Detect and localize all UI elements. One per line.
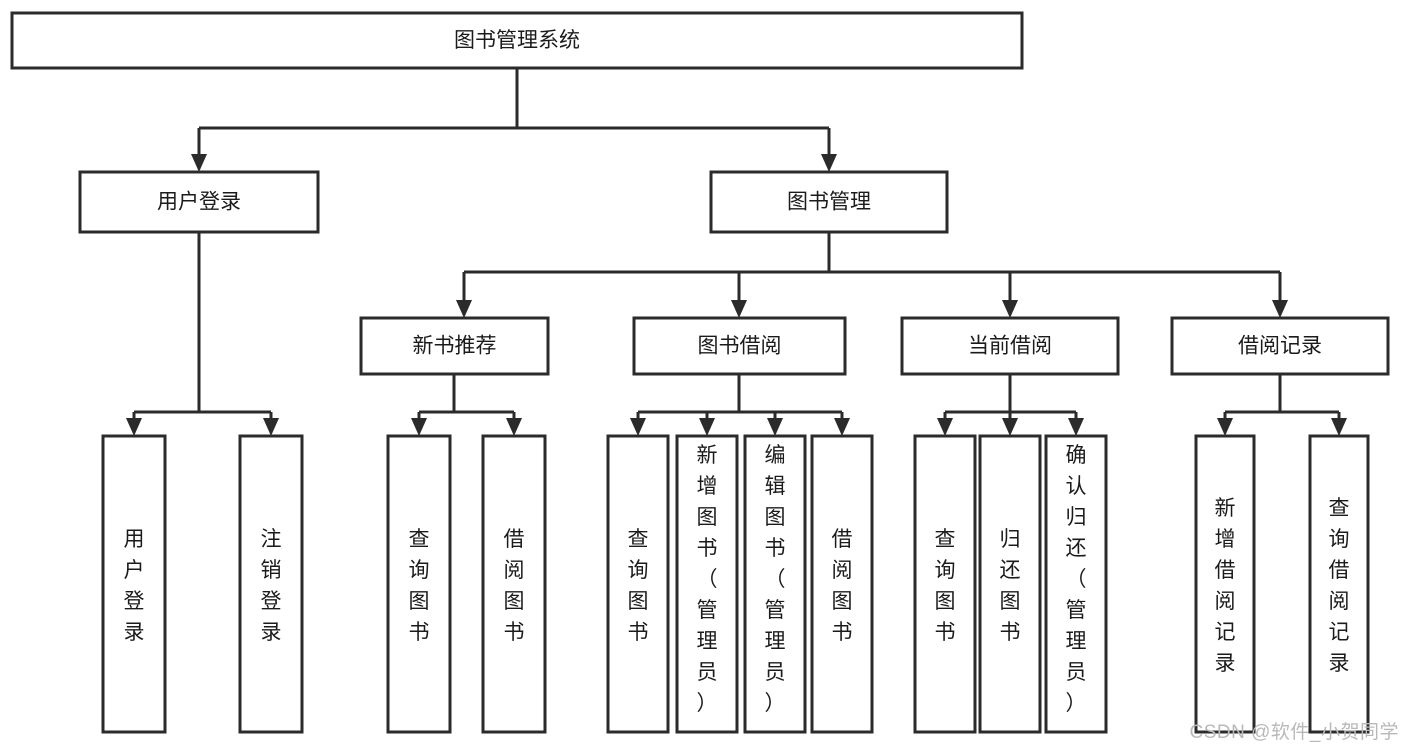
node-leaf-confirm-return-admin[interactable]: 确认归还（管理员） xyxy=(1044,434,1108,734)
node-box-leaf-edit-book-admin[interactable] xyxy=(743,434,807,734)
node-label-leaf-confirm-return-admin: 确认归还（管理员） xyxy=(1066,444,1087,715)
node-label-leaf-query-borrow-record: 查询借阅记录 xyxy=(1329,497,1350,675)
node-leaf-return-book[interactable]: 归还图书 xyxy=(978,434,1042,734)
node-label-new-book-recommend: 新书推荐 xyxy=(413,335,497,358)
user-login-arrow-icon xyxy=(263,418,279,436)
node-user-login[interactable]: 用户登录 xyxy=(78,170,320,234)
borrow-records-arrow-icon xyxy=(1331,418,1347,436)
root-arrow-icon xyxy=(821,154,837,172)
node-box-leaf-confirm-return-admin[interactable] xyxy=(1044,434,1108,734)
book-borrow-arrow-icon xyxy=(699,418,715,436)
node-label-leaf-query-book-current: 查询图书 xyxy=(935,528,956,644)
node-label-leaf-user-logout: 注销登录 xyxy=(261,528,282,644)
node-box-user-login[interactable] xyxy=(78,170,320,234)
node-leaf-add-borrow-record[interactable]: 新增借阅记录 xyxy=(1194,434,1256,734)
root-arrow-icon xyxy=(191,154,207,172)
node-leaf-query-book-current[interactable]: 查询图书 xyxy=(913,434,977,734)
node-borrow-records[interactable]: 借阅记录 xyxy=(1170,316,1390,376)
node-box-book-manage[interactable] xyxy=(709,170,949,234)
node-box-current-borrow[interactable] xyxy=(900,316,1120,376)
current-borrow-arrow-icon xyxy=(1002,418,1018,436)
book-borrow-arrow-icon xyxy=(834,418,850,436)
node-label-leaf-query-book: 查询图书 xyxy=(628,528,649,644)
node-leaf-edit-book-admin[interactable]: 编辑图书（管理员） xyxy=(743,434,807,734)
node-new-book-recommend[interactable]: 新书推荐 xyxy=(359,316,550,376)
node-leaf-borrow-book-recommend[interactable]: 借阅图书 xyxy=(481,434,547,734)
new-book-recommend-arrow-icon xyxy=(506,418,522,436)
node-label-leaf-borrow-book-recommend: 借阅图书 xyxy=(504,528,525,644)
node-box-leaf-return-book[interactable] xyxy=(978,434,1042,734)
book-manage-arrow-icon xyxy=(1002,300,1018,318)
node-leaf-borrow-book[interactable]: 借阅图书 xyxy=(810,434,874,734)
node-box-borrow-records[interactable] xyxy=(1170,316,1390,376)
connector-lines xyxy=(126,68,1347,436)
node-root[interactable]: 图书管理系统 xyxy=(10,11,1024,70)
node-box-leaf-add-borrow-record[interactable] xyxy=(1194,434,1256,734)
node-label-leaf-edit-book-admin: 编辑图书（管理员） xyxy=(765,444,786,715)
node-leaf-query-book[interactable]: 查询图书 xyxy=(606,434,670,734)
node-box-leaf-borrow-book-recommend[interactable] xyxy=(481,434,547,734)
current-borrow-arrow-icon xyxy=(937,418,953,436)
node-book-manage[interactable]: 图书管理 xyxy=(709,170,949,234)
new-book-recommend-arrow-icon xyxy=(411,418,427,436)
book-borrow-arrow-icon xyxy=(767,418,783,436)
borrow-records-arrow-icon xyxy=(1217,418,1233,436)
node-box-leaf-borrow-book[interactable] xyxy=(810,434,874,734)
node-label-root: 图书管理系统 xyxy=(454,29,580,52)
node-current-borrow[interactable]: 当前借阅 xyxy=(900,316,1120,376)
node-box-leaf-user-login[interactable] xyxy=(101,434,167,734)
user-login-arrow-icon xyxy=(126,418,142,436)
node-leaf-user-logout[interactable]: 注销登录 xyxy=(238,434,304,734)
book-manage-arrow-icon xyxy=(1272,300,1288,318)
book-borrow-arrow-icon xyxy=(630,418,646,436)
node-box-root[interactable] xyxy=(10,11,1024,70)
node-label-leaf-return-book: 归还图书 xyxy=(1000,528,1021,644)
node-leaf-query-book-recommend[interactable]: 查询图书 xyxy=(386,434,452,734)
node-book-borrow[interactable]: 图书借阅 xyxy=(632,316,847,376)
book-manage-arrow-icon xyxy=(731,300,747,318)
node-box-book-borrow[interactable] xyxy=(632,316,847,376)
node-label-leaf-query-book-recommend: 查询图书 xyxy=(409,528,430,644)
node-box-leaf-query-book[interactable] xyxy=(606,434,670,734)
node-label-leaf-add-borrow-record: 新增借阅记录 xyxy=(1215,497,1236,675)
node-leaf-query-borrow-record[interactable]: 查询借阅记录 xyxy=(1308,434,1370,734)
current-borrow-arrow-icon xyxy=(1068,418,1084,436)
node-label-leaf-add-book-admin: 新增图书（管理员） xyxy=(697,444,718,715)
node-label-borrow-records: 借阅记录 xyxy=(1238,335,1322,358)
node-label-book-manage: 图书管理 xyxy=(787,191,871,214)
node-box-new-book-recommend[interactable] xyxy=(359,316,550,376)
node-box-leaf-user-logout[interactable] xyxy=(238,434,304,734)
node-leaf-user-login[interactable]: 用户登录 xyxy=(101,434,167,734)
node-box-leaf-query-borrow-record[interactable] xyxy=(1308,434,1370,734)
node-label-current-borrow: 当前借阅 xyxy=(968,335,1052,358)
book-manage-arrow-icon xyxy=(456,300,472,318)
node-box-leaf-add-book-admin[interactable] xyxy=(675,434,739,734)
node-label-user-login: 用户登录 xyxy=(157,191,241,214)
node-label-book-borrow: 图书借阅 xyxy=(698,335,782,358)
node-box-leaf-query-book-current[interactable] xyxy=(913,434,977,734)
node-label-leaf-borrow-book: 借阅图书 xyxy=(832,528,853,644)
node-box-leaf-query-book-recommend[interactable] xyxy=(386,434,452,734)
node-leaf-add-book-admin[interactable]: 新增图书（管理员） xyxy=(675,434,739,734)
diagram-nodes: 图书管理系统用户登录图书管理新书推荐图书借阅当前借阅借阅记录用户登录注销登录查询… xyxy=(10,11,1390,734)
node-label-leaf-user-login: 用户登录 xyxy=(124,528,145,644)
